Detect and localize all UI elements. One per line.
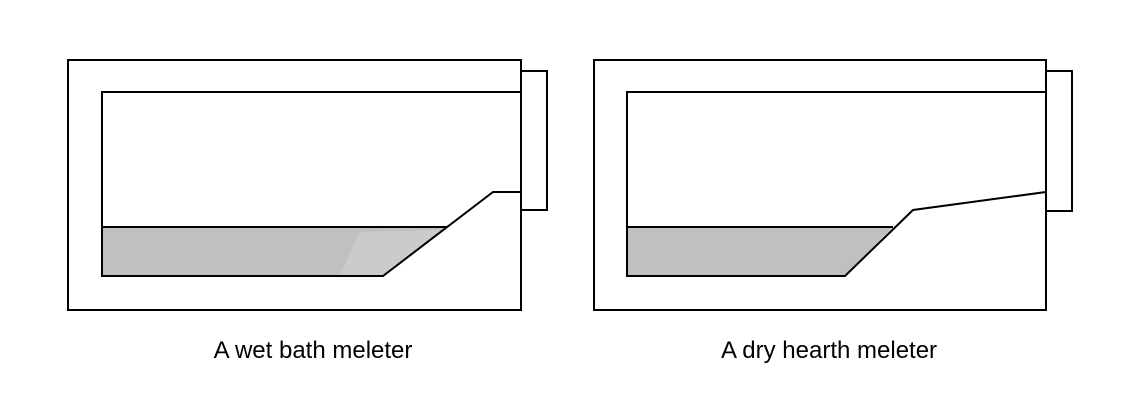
dry-hearth-melter — [593, 59, 1073, 311]
dry-melt-pool — [627, 227, 893, 276]
dry-side-port — [1045, 70, 1073, 212]
wet-bath-melter — [67, 59, 548, 311]
wet-inner-chamber — [101, 91, 521, 277]
wet-pool-highlight — [340, 230, 440, 276]
wet-bath-caption: A wet bath meleter — [213, 337, 413, 364]
dry-hearth-caption: A dry hearth meleter — [720, 337, 938, 364]
wet-side-port — [520, 70, 548, 211]
dry-inner-chamber — [626, 91, 1047, 277]
